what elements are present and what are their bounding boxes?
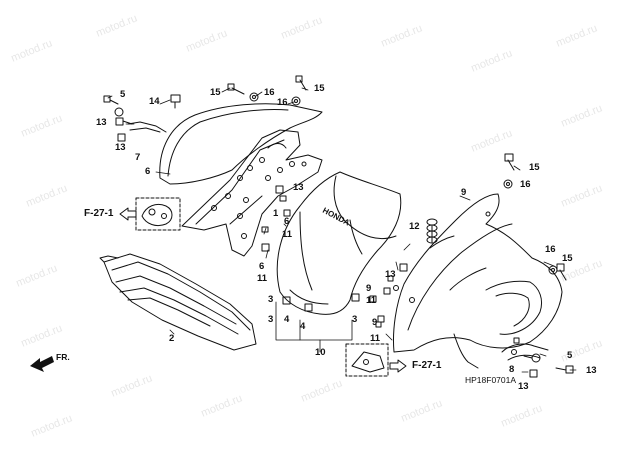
part-label: 11 xyxy=(282,229,293,240)
part-label: 11 xyxy=(366,295,377,306)
part-label: 13 xyxy=(115,142,126,153)
part-label: 16 xyxy=(264,87,275,98)
part-label: 2 xyxy=(169,333,175,344)
part-label: 13 xyxy=(518,381,529,392)
part-label: 16 xyxy=(545,244,556,255)
part-label: 7 xyxy=(135,152,141,163)
part-label: 6 xyxy=(259,261,265,272)
part-label: 5 xyxy=(567,350,573,361)
part-label: 6 xyxy=(145,166,151,177)
part-label: 1 xyxy=(273,208,279,219)
part-label: 9 xyxy=(372,317,378,328)
direction-label: FR. xyxy=(56,352,70,362)
part-label: 15 xyxy=(210,87,221,98)
air-duct xyxy=(99,253,257,351)
arm-bracket xyxy=(127,121,167,133)
part-label: 13 xyxy=(586,365,597,376)
part-label: 16 xyxy=(277,97,288,108)
front-cover xyxy=(276,171,402,315)
ref-arrows xyxy=(119,207,407,373)
part-label: 8 xyxy=(509,364,515,375)
part-label: 14 xyxy=(149,96,160,107)
mount-bracket xyxy=(501,343,549,361)
left-bracket xyxy=(135,197,181,231)
lower-bracket xyxy=(345,343,389,377)
windscreen xyxy=(159,103,323,185)
part-label: 16 xyxy=(520,179,531,190)
part-label: 6 xyxy=(284,216,290,227)
part-label: 3 xyxy=(268,294,274,305)
part-label: 15 xyxy=(562,253,573,264)
part-label: 5 xyxy=(120,89,126,100)
brand-text: HONDA xyxy=(321,206,351,228)
part-label: 15 xyxy=(314,83,325,94)
ref-label: F-27-1 xyxy=(84,208,114,219)
part-label: 10 xyxy=(315,347,326,358)
part-label: 3 xyxy=(352,314,358,325)
leader-lines xyxy=(107,87,577,373)
part-label: 13 xyxy=(385,269,396,280)
part-label: 11 xyxy=(257,273,268,284)
drawing-code: HP18F0701A xyxy=(465,375,517,385)
part-label: 4 xyxy=(284,314,290,325)
part-label: 4 xyxy=(300,321,306,332)
part-label: 12 xyxy=(409,221,420,232)
part-label: 9 xyxy=(461,187,467,198)
ref-label: F-27-1 xyxy=(412,360,442,371)
front-bracket xyxy=(181,129,323,257)
part-label: 11 xyxy=(370,333,381,344)
fasteners xyxy=(103,75,574,378)
part-label: 3 xyxy=(268,314,274,325)
part-label: 13 xyxy=(293,182,304,193)
direction-arrow-icon xyxy=(30,356,54,372)
part-label: 15 xyxy=(529,162,540,173)
side-shroud xyxy=(393,193,563,369)
part-label: 13 xyxy=(96,117,107,128)
part-label: 9 xyxy=(366,283,372,294)
